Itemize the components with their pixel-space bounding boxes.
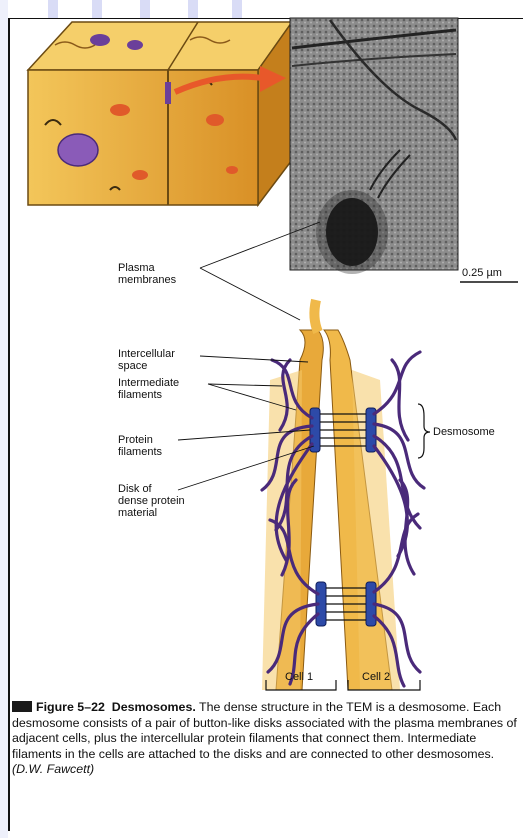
label-disk: Disk of dense protein material bbox=[118, 483, 185, 519]
caption-marker bbox=[12, 701, 32, 712]
label-protein-filaments: Protein filaments bbox=[118, 434, 162, 458]
figure-caption: Figure 5–22 Desmosomes. The dense struct… bbox=[12, 700, 517, 778]
label-scale-bar: 0.25 µm bbox=[462, 267, 502, 279]
caption-credit: (D.W. Fawcett) bbox=[12, 762, 94, 776]
figure-number: Figure 5–22 bbox=[36, 700, 105, 714]
epithelial-cells bbox=[28, 22, 292, 205]
label-intercellular-space: Intercellular space bbox=[118, 348, 175, 372]
label-plasma-membranes: Plasma membranes bbox=[118, 262, 176, 286]
desmosome-illustration bbox=[0, 0, 523, 700]
figure-heading: Figure 5–22 Desmosomes. bbox=[12, 700, 196, 714]
desmosome-brace bbox=[418, 404, 430, 458]
tem-micrograph bbox=[290, 18, 458, 274]
label-desmosome: Desmosome bbox=[433, 426, 495, 438]
desmosome-structure bbox=[262, 300, 424, 690]
label-cell-2: Cell 2 bbox=[362, 671, 390, 683]
desmosome-marker bbox=[165, 82, 171, 104]
figure-title: Desmosomes. bbox=[112, 700, 196, 714]
label-cell-1: Cell 1 bbox=[285, 671, 313, 683]
nucleus-shape bbox=[58, 134, 98, 166]
label-intermediate-filaments: Intermediate filaments bbox=[118, 377, 179, 401]
